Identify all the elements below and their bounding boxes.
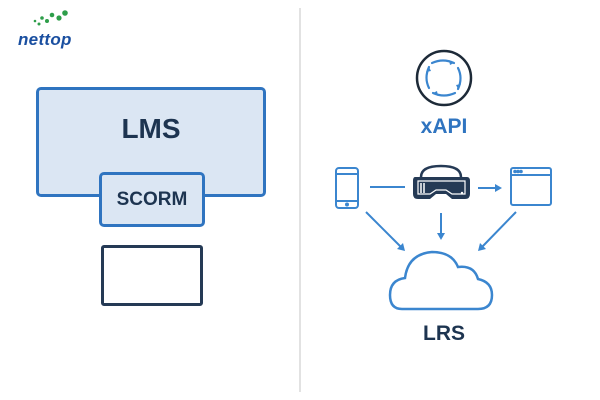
browser-window-icon [510, 167, 552, 206]
scorm-box [99, 172, 205, 227]
cloud-icon [388, 250, 494, 311]
logo-dots-icon [33, 10, 68, 26]
scorm-label: SCORM [116, 189, 188, 210]
panel-divider [299, 8, 301, 392]
xapi-sync-icon [415, 49, 473, 107]
flow-arrows [365, 184, 517, 251]
xapi-label: xAPI [420, 115, 468, 138]
phone-to-lrs-arrow [365, 211, 402, 248]
brand-logo: nettop [18, 30, 72, 49]
lrs-label: LRS [423, 322, 465, 345]
completion-status-box [101, 245, 203, 306]
vr-headset-icon [413, 164, 470, 199]
smartphone-icon [335, 167, 359, 209]
lms-label: LMS [121, 113, 181, 144]
browser-to-lrs-arrow [481, 211, 517, 248]
